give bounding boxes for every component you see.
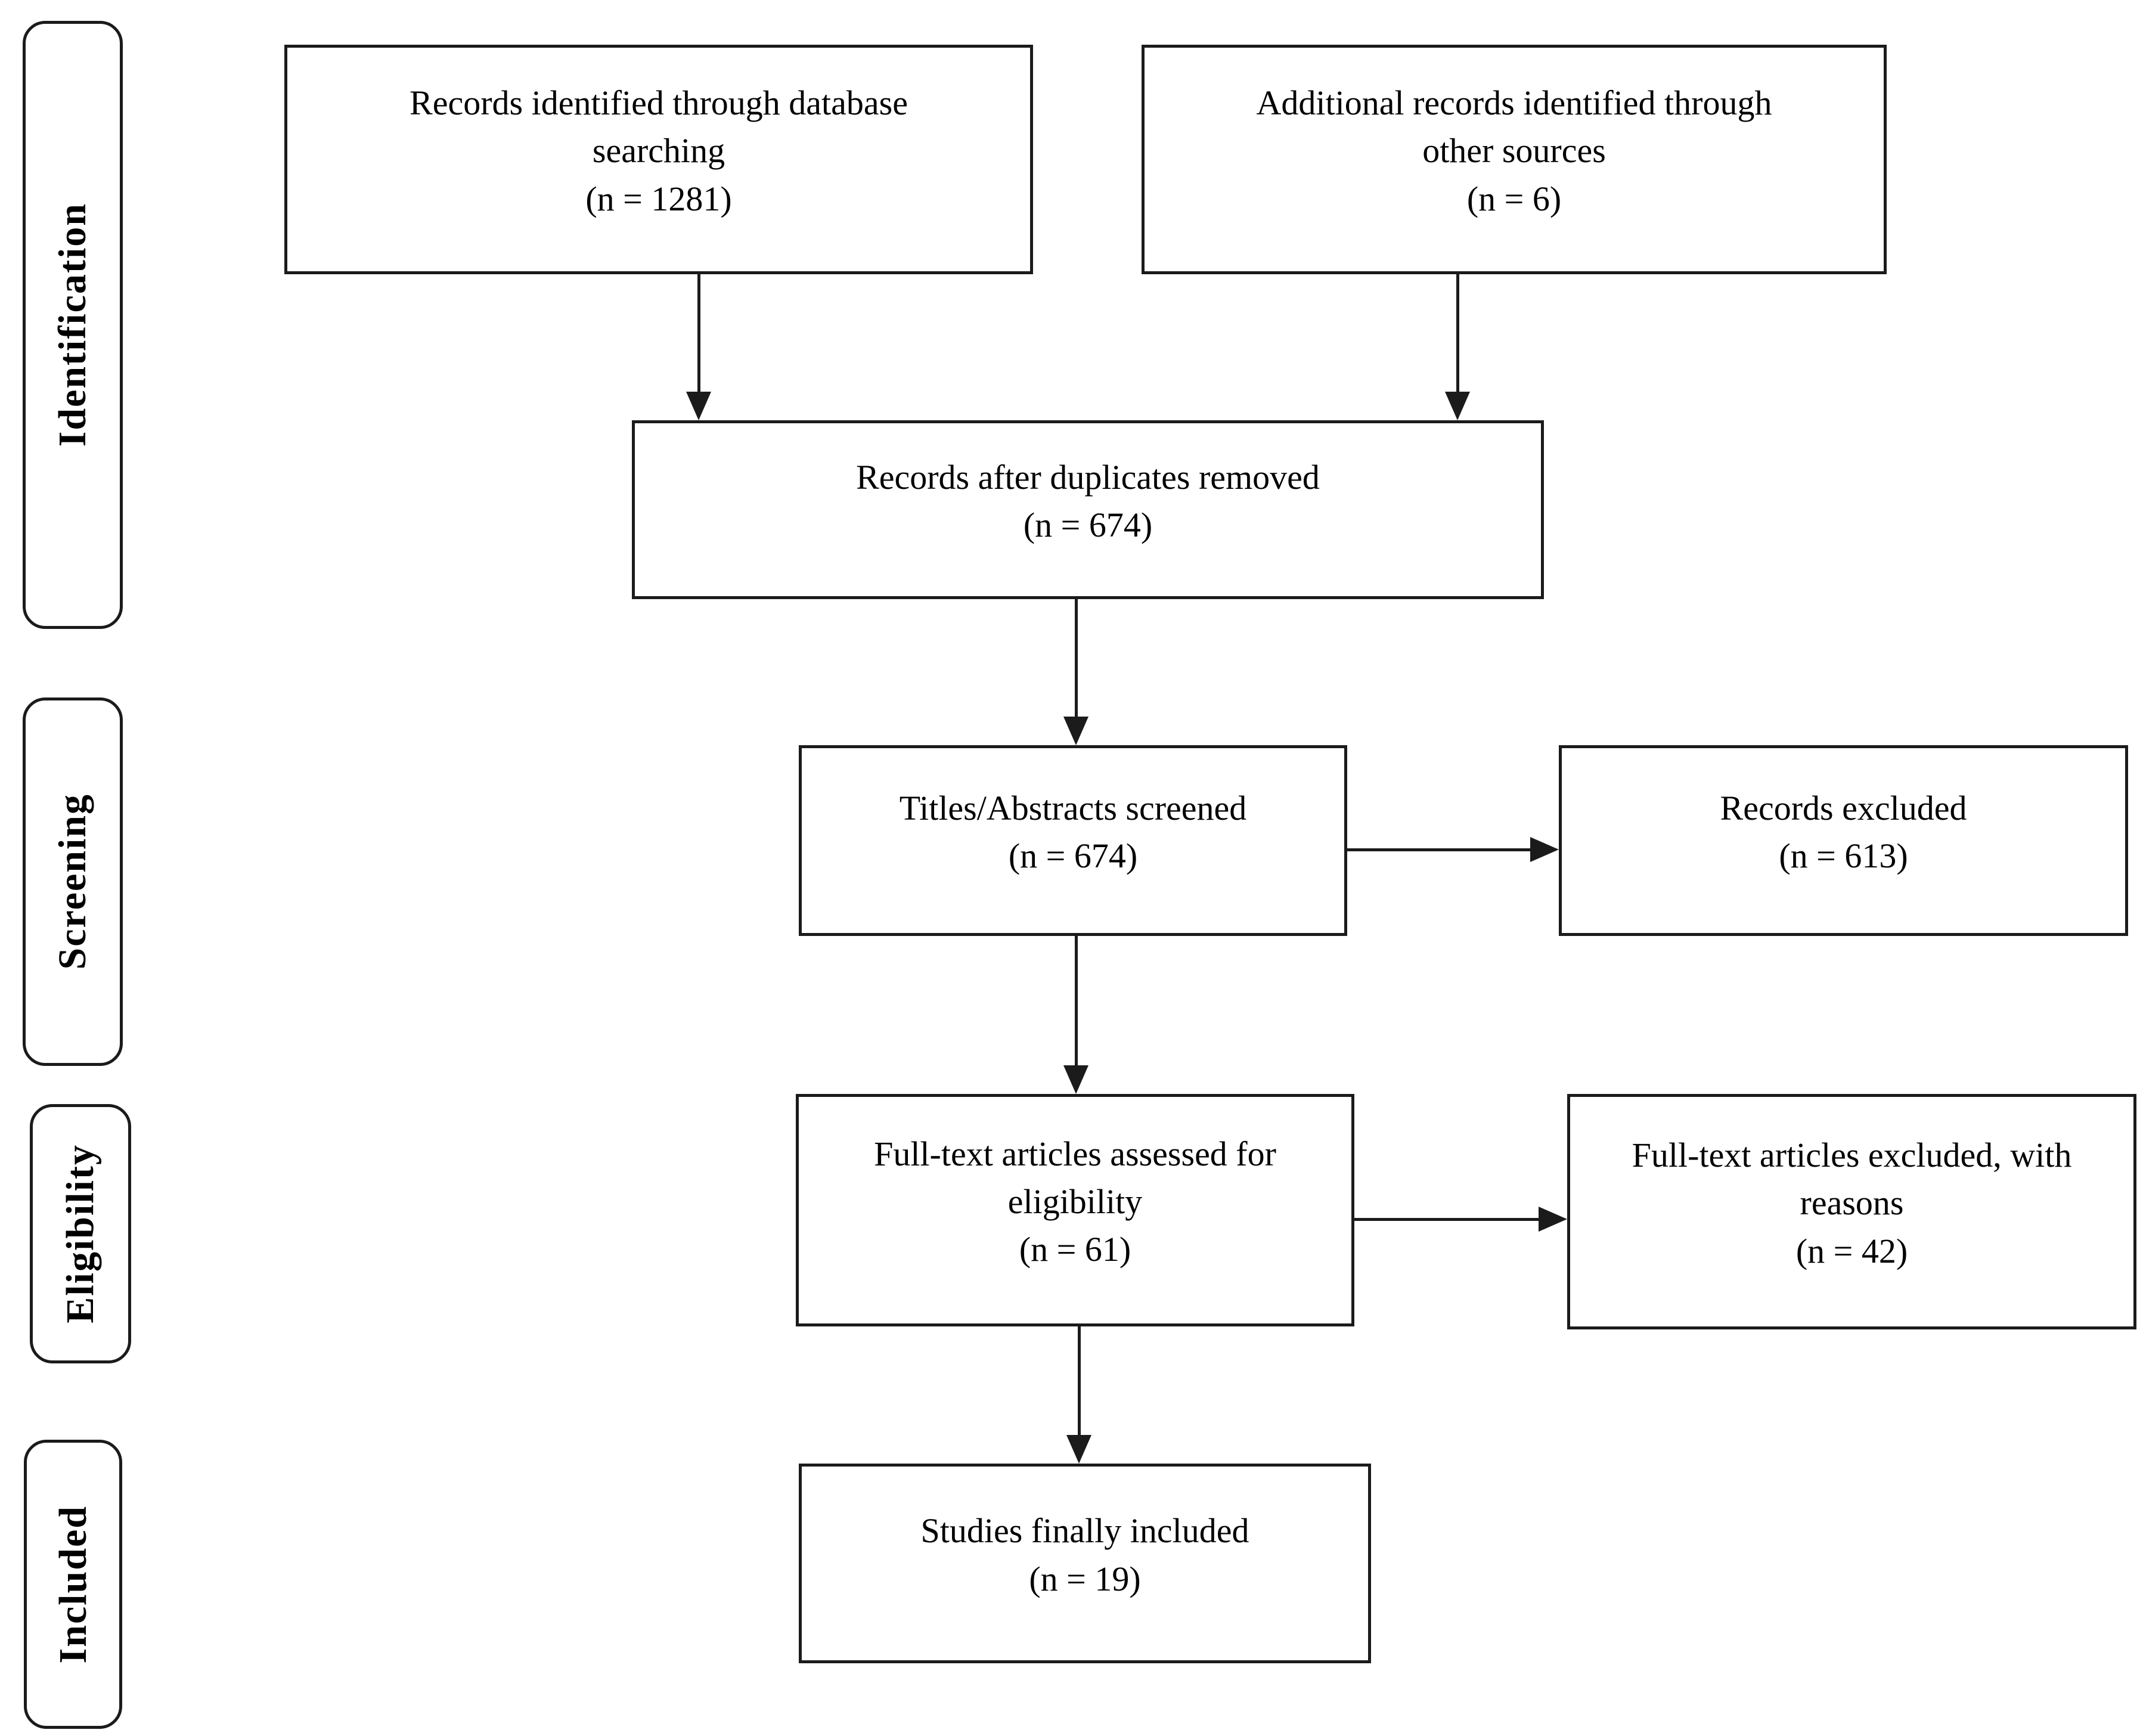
- arrow-screened-to-fulltext-line: [1075, 936, 1078, 1065]
- box-records-excluded-label: Records excluded: [1720, 788, 1967, 827]
- box-fulltext-assessed-label: Full-text articles assessed for eligibil…: [874, 1134, 1276, 1221]
- arrow-duplicates-to-screened-head: [1063, 717, 1088, 745]
- arrow-screened-to-fulltext-head: [1063, 1065, 1088, 1094]
- box-fulltext-assessed: Full-text articles assessed for eligibil…: [796, 1094, 1354, 1326]
- stage-label-screening: Screening: [23, 698, 123, 1066]
- box-records-identified-database-label: Records identified through database sear…: [410, 83, 908, 170]
- box-additional-records-label: Additional records identified through ot…: [1256, 83, 1772, 170]
- box-studies-included-count: (n = 19): [1029, 1559, 1141, 1598]
- box-records-after-duplicates: Records after duplicates removed (n = 67…: [632, 420, 1544, 599]
- box-titles-abstracts-screened-label: Titles/Abstracts screened: [899, 788, 1247, 827]
- stage-label-identification-text: Identification: [51, 203, 94, 447]
- arrow-screened-to-excluded-head: [1530, 837, 1559, 862]
- box-records-excluded-count: (n = 613): [1779, 836, 1908, 875]
- stage-label-screening-text: Screening: [51, 793, 94, 970]
- arrow-db-to-duplicates-head: [686, 392, 711, 420]
- box-fulltext-assessed-count: (n = 61): [1019, 1230, 1131, 1269]
- stage-label-eligibility: Eligibility: [30, 1104, 131, 1363]
- stage-label-included-text: Included: [51, 1505, 95, 1664]
- box-fulltext-excluded: Full-text articles excluded, with reason…: [1567, 1094, 2136, 1329]
- stage-label-identification: Identification: [23, 21, 123, 629]
- arrow-fulltext-to-ftexcluded-line: [1354, 1218, 1539, 1221]
- box-studies-included-label: Studies finally included: [920, 1511, 1249, 1551]
- box-records-after-duplicates-count: (n = 674): [1023, 506, 1153, 544]
- box-titles-abstracts-screened: Titles/Abstracts screened (n = 674): [799, 745, 1347, 936]
- box-fulltext-excluded-count: (n = 42): [1795, 1231, 1908, 1270]
- box-studies-included: Studies finally included (n = 19): [799, 1464, 1371, 1663]
- box-records-after-duplicates-label: Records after duplicates removed: [856, 457, 1320, 497]
- stage-label-included: Included: [24, 1440, 122, 1729]
- stage-label-eligibility-text: Eligibility: [58, 1144, 102, 1323]
- arrow-other-to-duplicates-head: [1445, 392, 1470, 420]
- arrow-fulltext-to-included-head: [1066, 1435, 1091, 1464]
- box-additional-records: Additional records identified through ot…: [1142, 45, 1887, 274]
- box-records-excluded: Records excluded (n = 613): [1559, 745, 2128, 936]
- box-titles-abstracts-screened-count: (n = 674): [1008, 836, 1138, 875]
- arrow-db-to-duplicates-line: [697, 274, 700, 392]
- box-records-identified-database-count: (n = 1281): [585, 179, 732, 218]
- arrow-other-to-duplicates-line: [1456, 274, 1459, 392]
- arrow-fulltext-to-included-line: [1078, 1326, 1081, 1435]
- arrow-fulltext-to-ftexcluded-head: [1539, 1207, 1567, 1232]
- box-records-identified-database: Records identified through database sear…: [284, 45, 1033, 274]
- arrow-screened-to-excluded-line: [1347, 848, 1530, 851]
- box-fulltext-excluded-label: Full-text articles excluded, with reason…: [1632, 1136, 2072, 1223]
- arrow-duplicates-to-screened-line: [1075, 599, 1078, 717]
- box-additional-records-count: (n = 6): [1466, 179, 1562, 218]
